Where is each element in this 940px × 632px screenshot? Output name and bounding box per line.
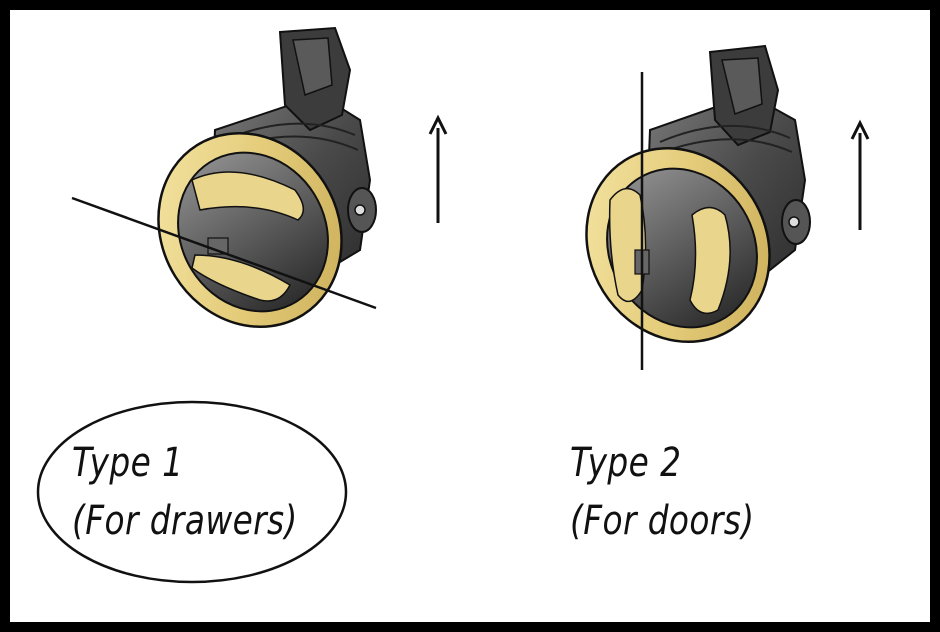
cut-line-type1 [71, 196, 377, 310]
type1-label: Type 1 (For drawers) [72, 434, 298, 550]
up-arrow-icon [850, 119, 870, 230]
latch-type2 [585, 44, 811, 344]
diagram-canvas [36, 26, 870, 584]
type2-title: Type 2 [570, 440, 682, 486]
type1-subtitle: (For drawers) [72, 498, 298, 544]
type2-label: Type 2 (For doors) [570, 434, 754, 550]
type2-subtitle: (For doors) [570, 498, 755, 544]
diagram-panel: Type 1 (For drawers) Type 2 (For doors) [10, 10, 930, 622]
up-arrow-icon [428, 114, 448, 223]
type1-title: Type 1 [72, 440, 184, 486]
type1-highlight-circle [36, 400, 348, 584]
latch-type1 [157, 26, 377, 329]
